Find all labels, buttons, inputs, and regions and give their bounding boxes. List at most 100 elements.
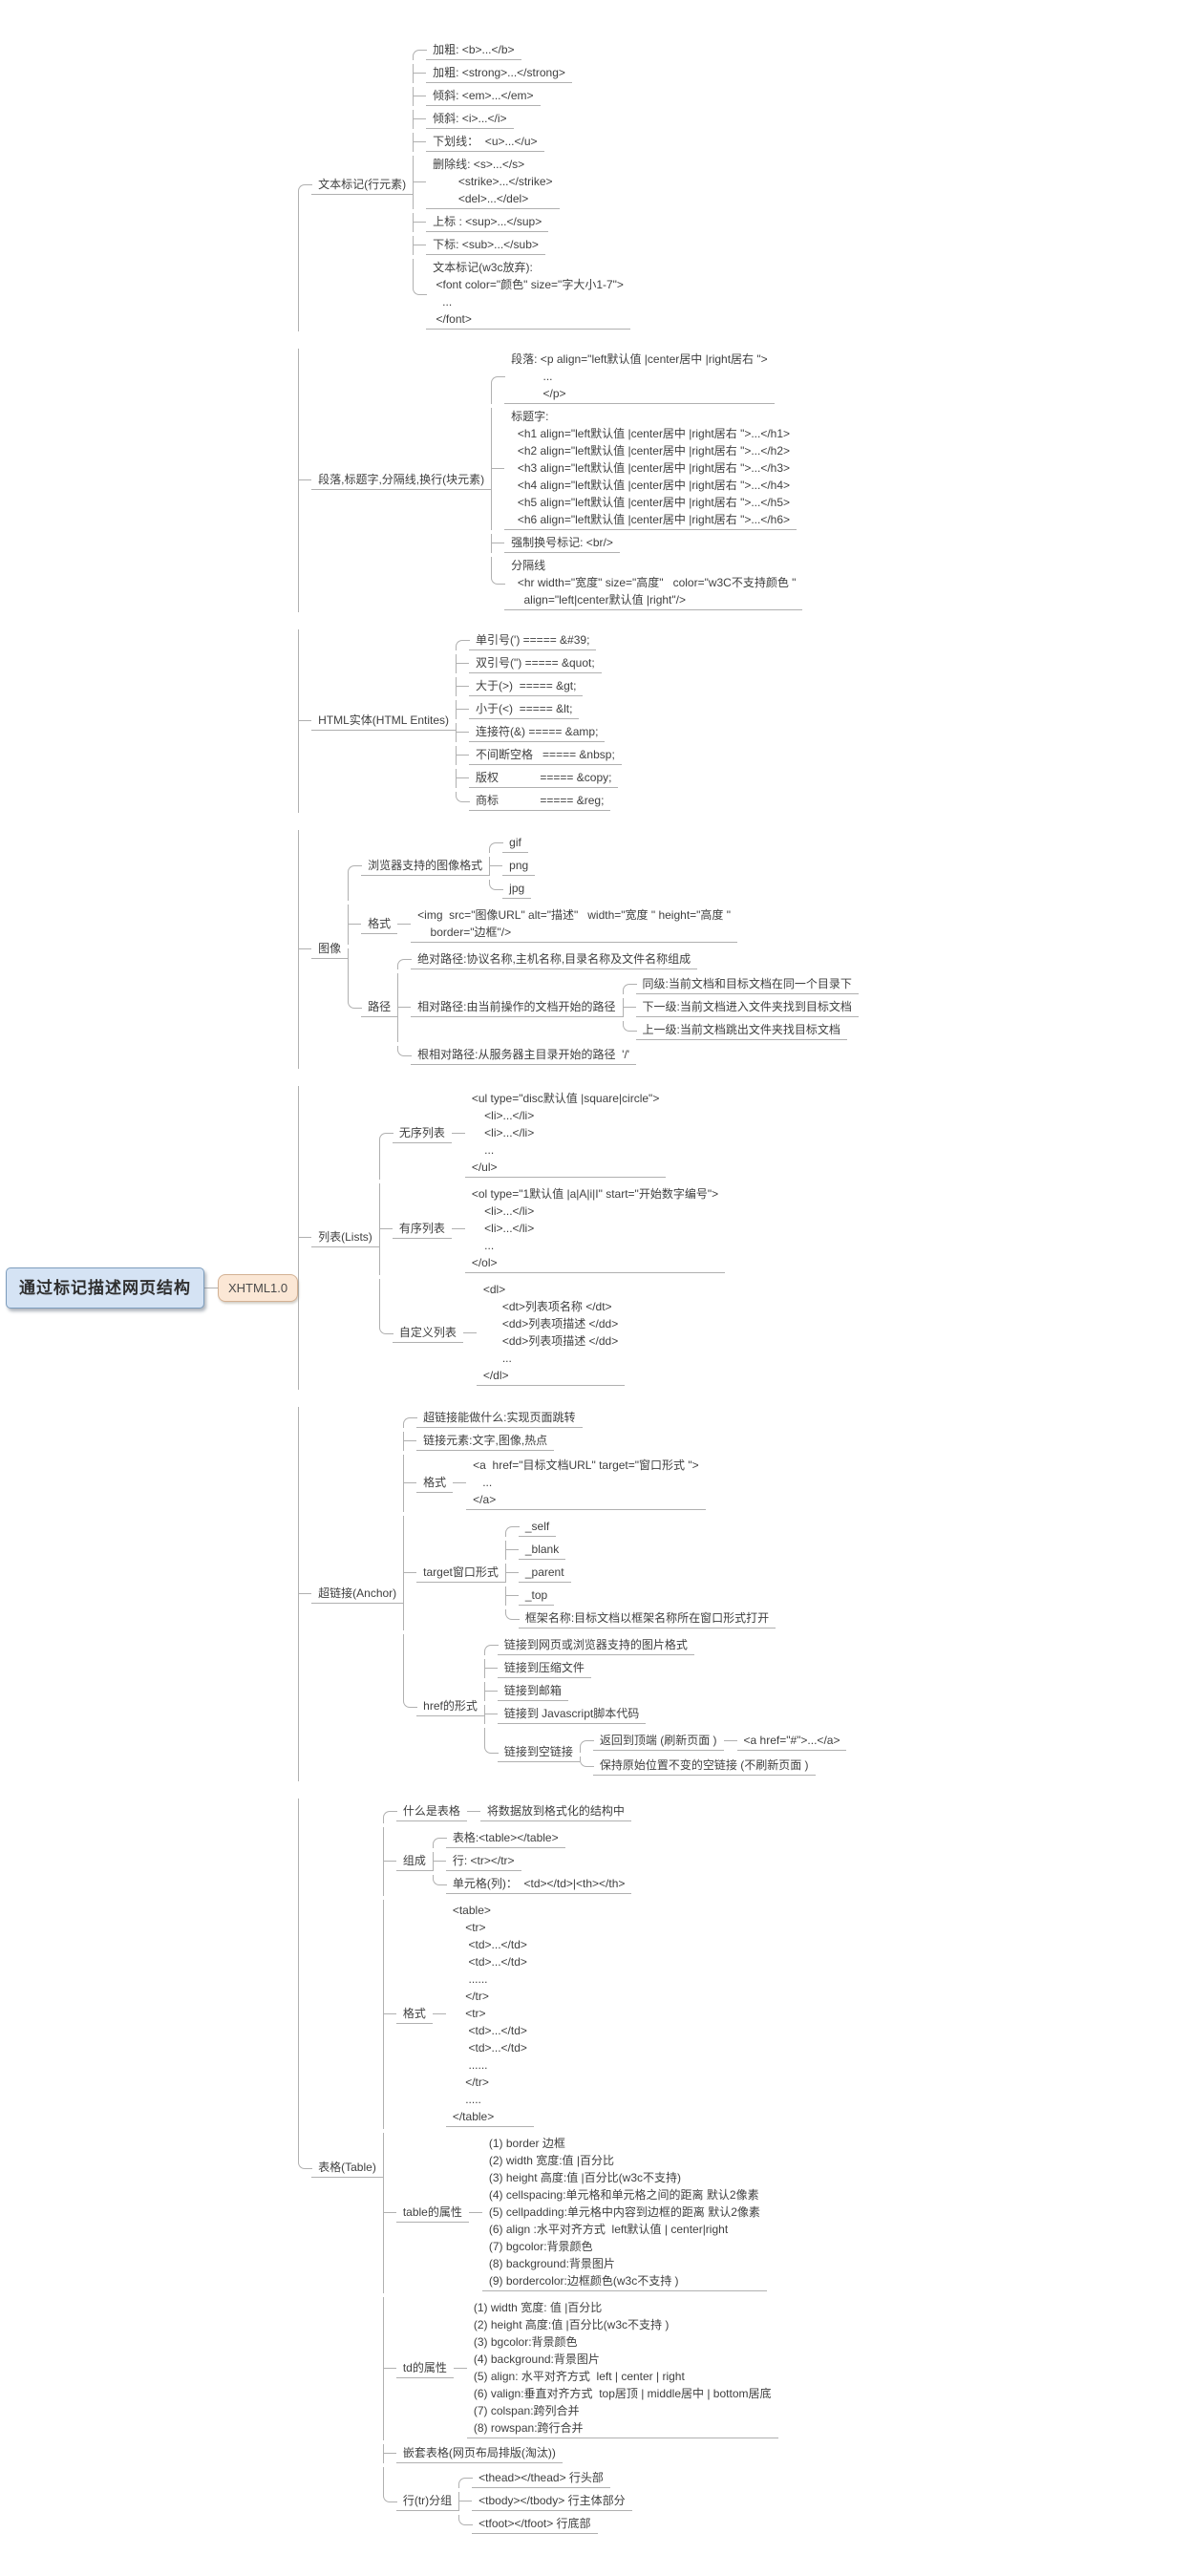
node-label[interactable]: 将数据放到格式化的结构中	[479, 1802, 631, 1821]
node-label[interactable]: _self	[518, 1518, 557, 1537]
node-label[interactable]: 链接元素:文字,图像,热点	[416, 1432, 555, 1451]
node-label[interactable]: target窗口形式	[416, 1564, 505, 1583]
node-label[interactable]: 路径	[361, 998, 398, 1017]
node-label[interactable]: 下划线： <u>...</u>	[426, 133, 544, 152]
node-label[interactable]: 链接到空链接	[497, 1743, 580, 1762]
node-label[interactable]: 双引号(") ===== &quot;	[469, 654, 602, 673]
node-label[interactable]: 上标 : <sup>...</sup>	[426, 213, 549, 232]
node-label[interactable]: 什么是表格	[395, 1802, 467, 1821]
node-label[interactable]: _top	[518, 1586, 555, 1606]
tree-child: <a href="#">...</a>	[723, 1732, 847, 1751]
node-label[interactable]: _parent	[518, 1564, 571, 1583]
node-label[interactable]: 小于(<) ===== &lt;	[469, 700, 580, 719]
node-label[interactable]: 嵌套表格(网页布局排版(淘汰))	[395, 2444, 563, 2463]
node-label[interactable]: <img src="图像URL" alt="描述" width="宽度 " he…	[411, 906, 738, 943]
node-label[interactable]: 保持原始位置不变的空链接 (不刷新页面 )	[592, 1756, 816, 1776]
node-label[interactable]: jpg	[502, 880, 532, 899]
node-label[interactable]: 倾斜: <em>...</em>	[426, 87, 541, 106]
node-label[interactable]: 标题字: <h1 align="left默认值 |center居中 |right…	[504, 408, 798, 530]
tree-node: 下标: <sub>...</sub>	[413, 236, 545, 255]
node-label[interactable]: 强制换号标记: <br/>	[504, 534, 620, 553]
version-node[interactable]: XHTML1.0	[218, 1273, 299, 1303]
node-label[interactable]: 表格:<table></table>	[445, 1829, 565, 1848]
node-label[interactable]: HTML实体(HTML Entites)	[311, 712, 457, 731]
node-label[interactable]: 浏览器支持的图像格式	[361, 857, 490, 876]
node-label[interactable]: 链接到 Javascript脚本代码	[497, 1705, 647, 1724]
node-label[interactable]: 格式	[361, 915, 398, 934]
node-label[interactable]: <dl> <dt>列表项名称 </dt> <dd>列表项描述 </dd> <dd…	[476, 1281, 626, 1386]
node-label[interactable]: 加粗: <strong>...</strong>	[426, 64, 572, 83]
tree-child: 单元格(列)： <td></td>|<th></th>	[432, 1874, 632, 1894]
node-label[interactable]: 有序列表	[392, 1220, 452, 1239]
node-label[interactable]: 根相对路径:从服务器主目录开始的路径 '/'	[411, 1046, 637, 1065]
node-label[interactable]: 段落: <p align="left默认值 |center居中 |right居右…	[504, 351, 775, 404]
node-label[interactable]: 图像	[311, 940, 349, 959]
node-label[interactable]: 同级:当前文档和目标文档在同一个目录下	[635, 975, 859, 994]
node-label[interactable]: table的属性	[395, 2203, 469, 2223]
node-label[interactable]: 下标: <sub>...</sub>	[426, 236, 545, 255]
node-label[interactable]: 连接符(&) ===== &amp;	[469, 723, 606, 742]
tree-node: 分隔线 <hr width="宽度" size="高度" color="w3C不…	[491, 557, 803, 610]
node-label[interactable]: 删除线: <s>...</s> <strike>...</strike> <de…	[426, 156, 560, 209]
node-label[interactable]: 超链接能做什么:实现页面跳转	[416, 1409, 583, 1428]
children-group: 表格:<table></table> 行: <tr></tr> 单元格(列)： <t…	[432, 1827, 632, 1896]
node-label[interactable]: href的形式	[416, 1697, 484, 1716]
node-label[interactable]: 相对路径:由当前操作的文档开始的路径	[411, 998, 623, 1017]
node-label[interactable]: 链接到邮箱	[497, 1682, 568, 1701]
node-label[interactable]: (1) width 宽度: 值 |百分比 (2) height 高度:值 |百分…	[466, 2299, 778, 2438]
node-label[interactable]: 链接到网页或浏览器支持的图片格式	[497, 1636, 694, 1655]
node-label[interactable]: 列表(Lists)	[311, 1228, 379, 1247]
node-label[interactable]: <tfoot></tfoot> 行底部	[472, 2515, 598, 2534]
node-label[interactable]: 无序列表	[392, 1124, 452, 1143]
node-label[interactable]: 加粗: <b>...</b>	[426, 41, 521, 60]
node-label[interactable]: 分隔线 <hr width="宽度" size="高度" color="w3C不…	[504, 557, 803, 610]
node-label[interactable]: <ol type="1默认值 |a|A|i|I" start="开始数字编号">…	[464, 1185, 726, 1273]
node-label[interactable]: png	[502, 857, 536, 876]
tree-child: 超链接(Anchor) 超链接能做什么:实现页面跳转链接元素:文字,图像,热点格式…	[298, 1406, 859, 1781]
node-label[interactable]: <a href="目标文档URL" target="窗口形式 "> ... </…	[466, 1457, 706, 1510]
tree-child: 根相对路径:从服务器主目录开始的路径 '/'	[397, 1045, 859, 1065]
node-label[interactable]: 不间断空格 ===== &nbsp;	[469, 746, 622, 765]
node-label[interactable]: 下一级:当前文档进入文件夹找到目标文档	[635, 998, 859, 1017]
root-node[interactable]: 通过标记描述网页结构	[6, 1267, 204, 1309]
node-label[interactable]: 单引号(') ===== &#39;	[469, 631, 597, 650]
children-group: 浏览器支持的图像格式 gif png jpg 格式 <img src="图像URL" al…	[348, 830, 859, 1069]
node-label[interactable]: td的属性	[395, 2359, 454, 2378]
node-label[interactable]: gif	[502, 834, 528, 853]
tree-node: 超链接(Anchor) 超链接能做什么:实现页面跳转链接元素:文字,图像,热点格式…	[298, 1407, 847, 1781]
node-label[interactable]: 链接到压缩文件	[497, 1659, 591, 1678]
tree-node: 文本标记(w3c放弃): <font color="颜色" size="字大小1…	[413, 259, 630, 330]
node-label[interactable]: 行: <tr></tr>	[445, 1852, 521, 1871]
node-label[interactable]: 自定义列表	[392, 1324, 463, 1343]
node-label[interactable]: 格式	[416, 1474, 454, 1493]
tree-child: <tbody></tbody> 行主体部分	[458, 2491, 632, 2511]
tree-child: 链接到压缩文件	[483, 1658, 847, 1678]
node-label[interactable]: 段落,标题字,分隔线,换行(块元素)	[311, 471, 492, 490]
node-label[interactable]: 格式	[395, 2005, 433, 2024]
children-group: (1) border 边框 (2) width 宽度:值 |百分比 (3) he…	[468, 2133, 767, 2293]
node-label[interactable]: 版权 ===== &copy;	[469, 769, 619, 788]
node-label[interactable]: 倾斜: <i>...</i>	[426, 110, 514, 129]
node-label[interactable]: 大于(>) ===== &gt;	[469, 677, 584, 696]
node-label[interactable]: 文本标记(w3c放弃): <font color="颜色" size="字大小1…	[426, 259, 630, 330]
node-label[interactable]: _blank	[518, 1541, 566, 1560]
node-label[interactable]: 表格(Table)	[311, 2159, 383, 2178]
node-label[interactable]: <table> <tr> <td>...</td> <td>...</td> .…	[445, 1902, 534, 2127]
node-label[interactable]: 文本标记(行元素)	[311, 176, 414, 195]
node-label[interactable]: <ul type="disc默认值 |square|circle"> <li>.…	[464, 1090, 667, 1178]
node-label[interactable]: <thead></thead> 行头部	[472, 2469, 610, 2488]
node-label[interactable]: 上一级:当前文档跳出文件夹找目标文档	[635, 1021, 847, 1040]
node-label[interactable]: 绝对路径:协议名称,主机名称,目录名称及文件名称组成	[411, 950, 698, 969]
tree-child: 无序列表 <ul type="disc默认值 |square|circle"> <…	[378, 1088, 725, 1180]
tree-node: _top	[504, 1586, 555, 1606]
node-label[interactable]: <tbody></tbody> 行主体部分	[472, 2492, 632, 2511]
node-label[interactable]: <a href="#">...</a>	[736, 1732, 847, 1751]
node-label[interactable]: 框架名称:目标文档以框架名称所在窗口形式打开	[518, 1609, 776, 1629]
node-label[interactable]: 超链接(Anchor)	[311, 1585, 404, 1604]
node-label[interactable]: 行(tr)分组	[395, 2492, 459, 2511]
node-label[interactable]: 商标 ===== &reg;	[469, 792, 611, 811]
node-label[interactable]: 返回到顶端 (刷新页面 )	[592, 1732, 724, 1751]
node-label[interactable]: (1) border 边框 (2) width 宽度:值 |百分比 (3) he…	[481, 2135, 767, 2291]
node-label[interactable]: 单元格(列)： <td></td>|<th></th>	[445, 1875, 632, 1894]
node-label[interactable]: 组成	[395, 1852, 433, 1871]
